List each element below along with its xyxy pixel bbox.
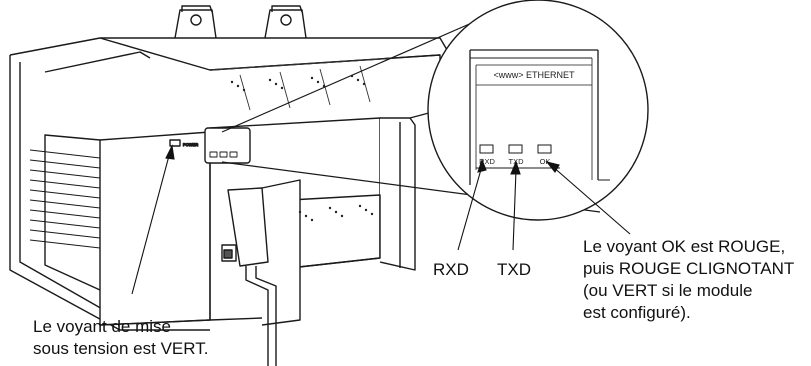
power-led-label: POWER bbox=[183, 142, 198, 147]
txd-callout: TXD bbox=[497, 259, 531, 281]
txd-led bbox=[509, 145, 522, 153]
ok-led-callout: Le voyant OK est ROUGE, puis ROUGE CLIGN… bbox=[583, 236, 794, 324]
chassis-drawing: POWER bbox=[10, 6, 450, 366]
power-led-callout: Le voyant de mise sous tension est VERT. bbox=[33, 316, 208, 360]
ok-led bbox=[538, 145, 551, 153]
module-display bbox=[205, 128, 250, 163]
rxd-led bbox=[480, 145, 493, 153]
ethernet-panel-title: <www> ETHERNET bbox=[493, 70, 575, 80]
rxd-callout: RXD bbox=[433, 259, 469, 281]
magnified-view: <www> ETHERNET RXD TXD OK bbox=[428, 0, 648, 220]
